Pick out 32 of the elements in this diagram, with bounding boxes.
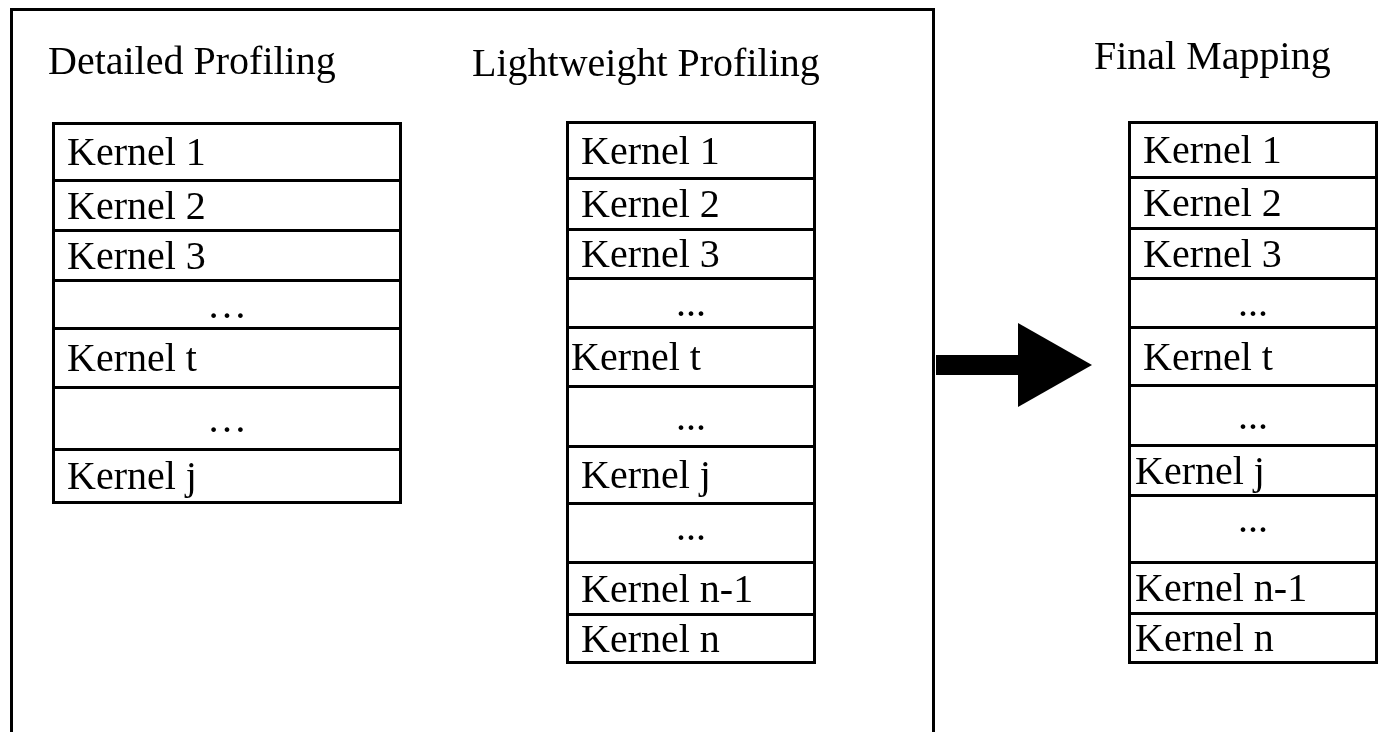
- kernel-row: ...: [566, 385, 816, 448]
- column-heading: Lightweight Profiling: [472, 40, 820, 86]
- kernel-row: Kernel n-1: [566, 561, 816, 616]
- kernel-row: Kernel t: [52, 327, 402, 389]
- kernel-row: ...: [1128, 277, 1378, 329]
- kernel-row: ...: [1128, 384, 1378, 447]
- profiling-panel: [10, 8, 935, 732]
- kernel-row: ...: [566, 502, 816, 564]
- arrow: [936, 323, 1092, 407]
- kernel-row: …: [52, 279, 402, 330]
- kernel-row: Kernel 3: [566, 228, 816, 280]
- kernel-row: Kernel 1: [1128, 121, 1378, 179]
- kernel-row: ...: [566, 277, 816, 329]
- column-heading: Final Mapping: [1094, 33, 1331, 79]
- kernel-row: Kernel j: [566, 445, 816, 505]
- kernel-row: Kernel 2: [52, 179, 402, 232]
- kernel-row: Kernel t: [1128, 326, 1378, 387]
- column-heading: Detailed Profiling: [48, 38, 336, 84]
- kernel-row: Kernel 3: [1128, 227, 1378, 280]
- kernel-row: Kernel 1: [52, 122, 402, 182]
- kernel-row: …: [52, 386, 402, 451]
- kernel-row: Kernel n: [1128, 612, 1378, 664]
- kernel-row: Kernel j: [1128, 444, 1378, 497]
- kernel-row: Kernel n: [566, 613, 816, 664]
- kernel-row: Kernel 1: [566, 121, 816, 180]
- kernel-row: Kernel 3: [52, 229, 402, 282]
- kernel-row: ...: [1128, 494, 1378, 564]
- kernel-row: Kernel 2: [1128, 176, 1378, 230]
- kernel-row: Kernel t: [566, 326, 816, 388]
- kernel-row: Kernel n-1: [1128, 561, 1378, 615]
- kernel-row: Kernel j: [52, 448, 402, 504]
- kernel-row: Kernel 2: [566, 177, 816, 231]
